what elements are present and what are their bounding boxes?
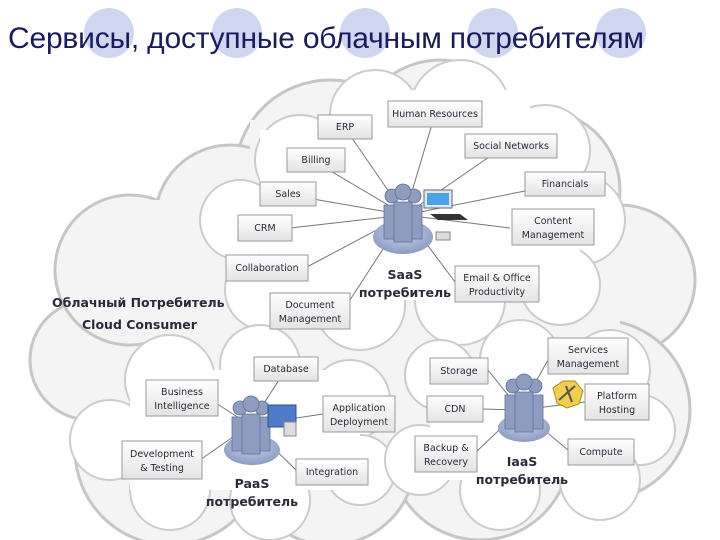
svg-text:Social Networks: Social Networks bbox=[473, 141, 549, 152]
svg-text:Deployment: Deployment bbox=[330, 417, 388, 428]
svg-text:потребитель: потребитель bbox=[359, 285, 451, 300]
svg-text:Recovery: Recovery bbox=[424, 457, 468, 468]
svg-text:Application: Application bbox=[332, 403, 385, 414]
iaas-consumer-label: IaaS потребитель bbox=[476, 454, 568, 487]
laptop-icon bbox=[423, 189, 468, 241]
saas-consumer-label: SaaS потребитель bbox=[359, 267, 451, 300]
svg-text:Business: Business bbox=[161, 387, 203, 398]
svg-text:Email & Office: Email & Office bbox=[463, 273, 531, 284]
tools-hexagon-icon bbox=[552, 380, 584, 409]
svg-text:Management: Management bbox=[522, 230, 585, 241]
service-erp: ERP bbox=[317, 114, 373, 140]
svg-text:потребитель: потребитель bbox=[476, 472, 568, 487]
service-crm: CRM bbox=[237, 214, 293, 242]
svg-text:Productivity: Productivity bbox=[469, 287, 526, 298]
service-integration: Integration bbox=[295, 458, 369, 486]
page-title: Сервисы, доступные облачным потребителям bbox=[8, 22, 644, 55]
svg-text:Document: Document bbox=[285, 300, 334, 311]
service-sales: Sales bbox=[259, 181, 317, 207]
svg-text:Management: Management bbox=[279, 314, 342, 325]
saas-consumer-icon bbox=[373, 183, 433, 254]
svg-text:Content: Content bbox=[534, 216, 572, 227]
svg-text:Sales: Sales bbox=[275, 189, 300, 200]
service-cdn: CDN bbox=[426, 395, 484, 423]
service-compute: Compute bbox=[567, 438, 635, 466]
service-storage: Storage bbox=[429, 357, 489, 385]
svg-text:Backup &: Backup & bbox=[423, 443, 469, 454]
service-backup-recovery: Backup & Recovery bbox=[414, 435, 478, 473]
svg-text:Development: Development bbox=[130, 449, 194, 460]
svg-text:Storage: Storage bbox=[440, 366, 477, 377]
svg-text:Human Resources: Human Resources bbox=[392, 109, 478, 120]
svg-text:Management: Management bbox=[557, 359, 620, 370]
service-collaboration: Collaboration bbox=[225, 254, 309, 282]
svg-text:Hosting: Hosting bbox=[599, 405, 635, 416]
service-human-resources: Human Resources bbox=[387, 100, 483, 128]
svg-text:CDN: CDN bbox=[444, 404, 465, 415]
svg-text:Compute: Compute bbox=[579, 447, 622, 458]
service-database: Database bbox=[253, 356, 319, 382]
svg-text:PaaS: PaaS bbox=[235, 476, 270, 491]
svg-text:IaaS: IaaS bbox=[507, 454, 538, 469]
server-screen-icon bbox=[267, 404, 297, 437]
paas-consumer-label: PaaS потребитель bbox=[206, 476, 298, 509]
svg-text:CRM: CRM bbox=[254, 223, 275, 234]
svg-text:Database: Database bbox=[263, 364, 308, 375]
svg-text:Cloud Consumer: Cloud Consumer bbox=[82, 317, 198, 332]
svg-text:Integration: Integration bbox=[306, 467, 358, 478]
service-social-networks: Social Networks bbox=[464, 133, 558, 159]
service-financials: Financials bbox=[524, 171, 606, 197]
svg-text:SaaS: SaaS bbox=[388, 267, 423, 282]
svg-text:Financials: Financials bbox=[542, 179, 589, 190]
svg-text:ERP: ERP bbox=[336, 122, 355, 133]
service-billing: Billing bbox=[286, 147, 346, 173]
svg-text:Collaboration: Collaboration bbox=[235, 263, 298, 274]
svg-text:Intelligence: Intelligence bbox=[154, 401, 209, 412]
svg-text:Platform: Platform bbox=[597, 391, 637, 402]
service-development-testing: Development & Testing bbox=[121, 440, 203, 480]
iaas-consumer-icon bbox=[498, 373, 550, 442]
svg-text:Services: Services bbox=[568, 345, 608, 356]
paas-consumer-icon bbox=[224, 395, 280, 465]
svg-text:потребитель: потребитель bbox=[206, 494, 298, 509]
svg-text:Облачный Потребитель: Облачный Потребитель bbox=[52, 295, 225, 310]
svg-text:& Testing: & Testing bbox=[140, 463, 184, 474]
cloud-consumer-label: Облачный Потребитель Cloud Consumer bbox=[52, 295, 225, 332]
svg-text:Billing: Billing bbox=[301, 155, 330, 166]
